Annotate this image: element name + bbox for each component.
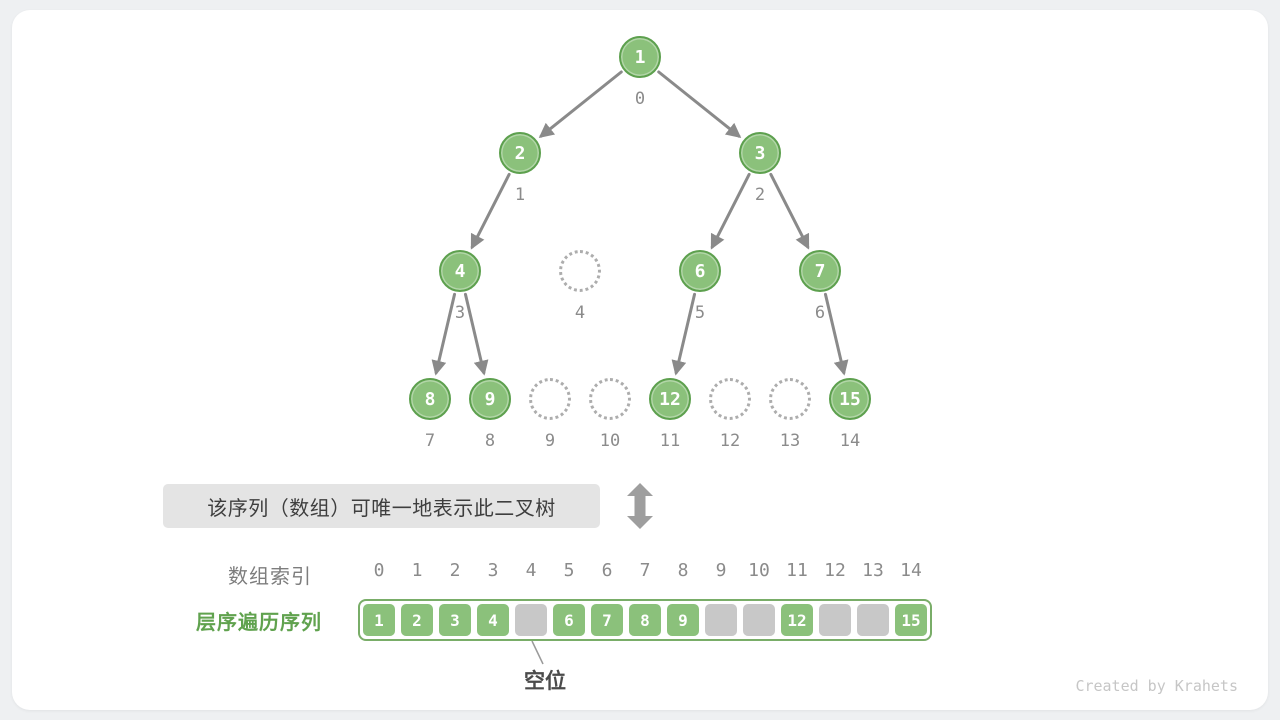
- tree-node: 7: [799, 250, 841, 292]
- caption-text: 该序列（数组）可唯一地表示此二叉树: [207, 497, 556, 520]
- array-index-number: 6: [601, 560, 613, 581]
- array-index-number: 5: [563, 560, 575, 581]
- array-index-number: 3: [487, 560, 499, 581]
- tree-node-empty: [589, 378, 631, 420]
- tree-node-empty: [529, 378, 571, 420]
- figure-card: [12, 10, 1268, 710]
- array-cell: 9: [667, 604, 699, 636]
- array-cell-empty: [819, 604, 851, 636]
- array-index-number: 12: [824, 560, 846, 581]
- array-cell-empty: [515, 604, 547, 636]
- array-cell: 4: [477, 604, 509, 636]
- node-index-label: 5: [694, 303, 706, 323]
- tree-node: 6: [679, 250, 721, 292]
- tree-node: 1: [619, 36, 661, 78]
- tree-node: 12: [649, 378, 691, 420]
- tree-node-empty: [769, 378, 811, 420]
- array-index-number: 10: [748, 560, 770, 581]
- node-index-label: 4: [574, 303, 586, 323]
- array-cell: 8: [629, 604, 661, 636]
- node-index-label: 12: [719, 431, 741, 451]
- node-index-label: 9: [544, 431, 556, 451]
- array-index-number: 1: [411, 560, 423, 581]
- node-index-label: 13: [779, 431, 801, 451]
- array-index-number: 0: [373, 560, 385, 581]
- array-cell: 7: [591, 604, 623, 636]
- sequence-row-label: 层序遍历序列: [196, 612, 322, 634]
- tree-node-empty: [709, 378, 751, 420]
- node-index-label: 7: [424, 431, 436, 451]
- node-index-label: 10: [599, 431, 621, 451]
- node-index-label: 0: [634, 89, 646, 109]
- array-cell-empty: [857, 604, 889, 636]
- credit-text: Created by Krahets: [1075, 677, 1238, 695]
- array-index-row-label: 数组索引: [228, 566, 312, 588]
- array-cell: 1: [363, 604, 395, 636]
- array-index-number: 7: [639, 560, 651, 581]
- array-cell-empty: [743, 604, 775, 636]
- tree-node: 9: [469, 378, 511, 420]
- array-cell: 12: [781, 604, 813, 636]
- array-index-number: 2: [449, 560, 461, 581]
- array-cell: 15: [895, 604, 927, 636]
- array-cell: 6: [553, 604, 585, 636]
- array-index-number: 14: [900, 560, 922, 581]
- tree-node-empty: [559, 250, 601, 292]
- tree-node: 15: [829, 378, 871, 420]
- node-index-label: 3: [454, 303, 466, 323]
- node-index-label: 14: [839, 431, 861, 451]
- array-index-number: 9: [715, 560, 727, 581]
- array-index-number: 4: [525, 560, 537, 581]
- node-index-label: 1: [514, 185, 526, 205]
- tree-node: 8: [409, 378, 451, 420]
- caption-box: 该序列（数组）可唯一地表示此二叉树: [163, 484, 600, 528]
- node-index-label: 2: [754, 185, 766, 205]
- node-index-label: 6: [814, 303, 826, 323]
- array-index-number: 13: [862, 560, 884, 581]
- tree-node: 4: [439, 250, 481, 292]
- array-index-number: 8: [677, 560, 689, 581]
- node-index-label: 11: [659, 431, 681, 451]
- array-cell-empty: [705, 604, 737, 636]
- empty-slot-label: 空位: [524, 670, 566, 693]
- array-cell: 3: [439, 604, 471, 636]
- node-index-label: 8: [484, 431, 496, 451]
- tree-node: 3: [739, 132, 781, 174]
- array-cell: 2: [401, 604, 433, 636]
- tree-node: 2: [499, 132, 541, 174]
- array-index-number: 11: [786, 560, 808, 581]
